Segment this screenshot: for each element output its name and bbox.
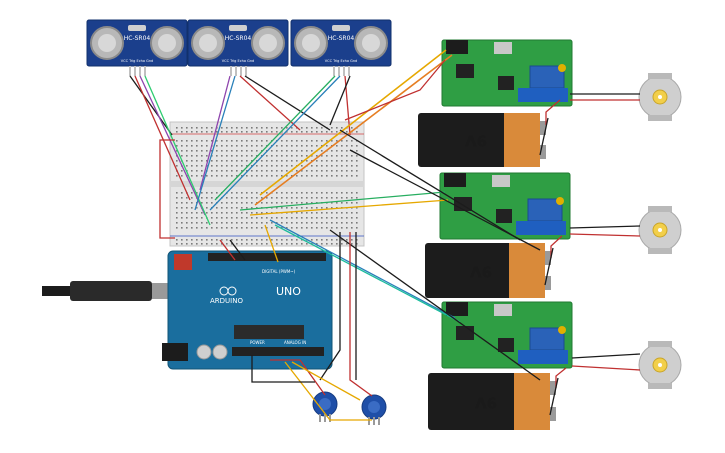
ultrasonic-sensor-2: HC-SR04 VCC Trig Echo Gnd [187,19,289,76]
usb-cable [42,281,180,301]
digital-pins-label: DIGITAL (PWM~) [262,269,296,274]
sensor-pin-labels: VCC Trig Echo Gnd [121,59,154,63]
dc-motor-1 [638,73,682,121]
potentiometer-2 [361,394,387,425]
arduino-uno: ARDUINO UNO DIGITAL (PWM~) POWER ANALOG … [162,250,333,370]
battery-label: 9V [470,263,492,281]
wires [129,49,641,421]
battery-label: 9V [475,394,497,412]
battery-3: 9V [428,373,556,430]
potentiometer-1 [312,391,338,422]
arduino-model: UNO [276,285,301,298]
motor-driver-2 [439,172,571,240]
sensor-label: HC-SR04 [328,35,355,42]
motor-driver-3 [441,301,573,369]
sensor-label: HC-SR04 [225,35,252,42]
dc-motor-2 [638,206,682,254]
battery-label: 9V [465,132,487,150]
motor-driver-1 [441,39,573,107]
battery-1: 9V [418,113,546,167]
battery-2: 9V [425,243,551,298]
analog-pins-label: ANALOG IN [284,340,306,345]
power-pins-label: POWER [250,340,265,345]
ultrasonic-sensor-3: HC-SR04 VCC Trig Echo Gnd [290,19,392,76]
ultrasonic-sensor-1: HC-SR04 VCC Trig Echo Gnd [86,19,188,76]
arduino-brand: ARDUINO [210,297,243,305]
breadboard [169,121,365,247]
dc-motor-3 [638,341,682,389]
sensor-pin-labels: VCC Trig Echo Gnd [222,59,255,63]
sensor-label: HC-SR04 [124,35,151,42]
sensor-pin-labels: VCC Trig Echo Gnd [325,59,358,63]
